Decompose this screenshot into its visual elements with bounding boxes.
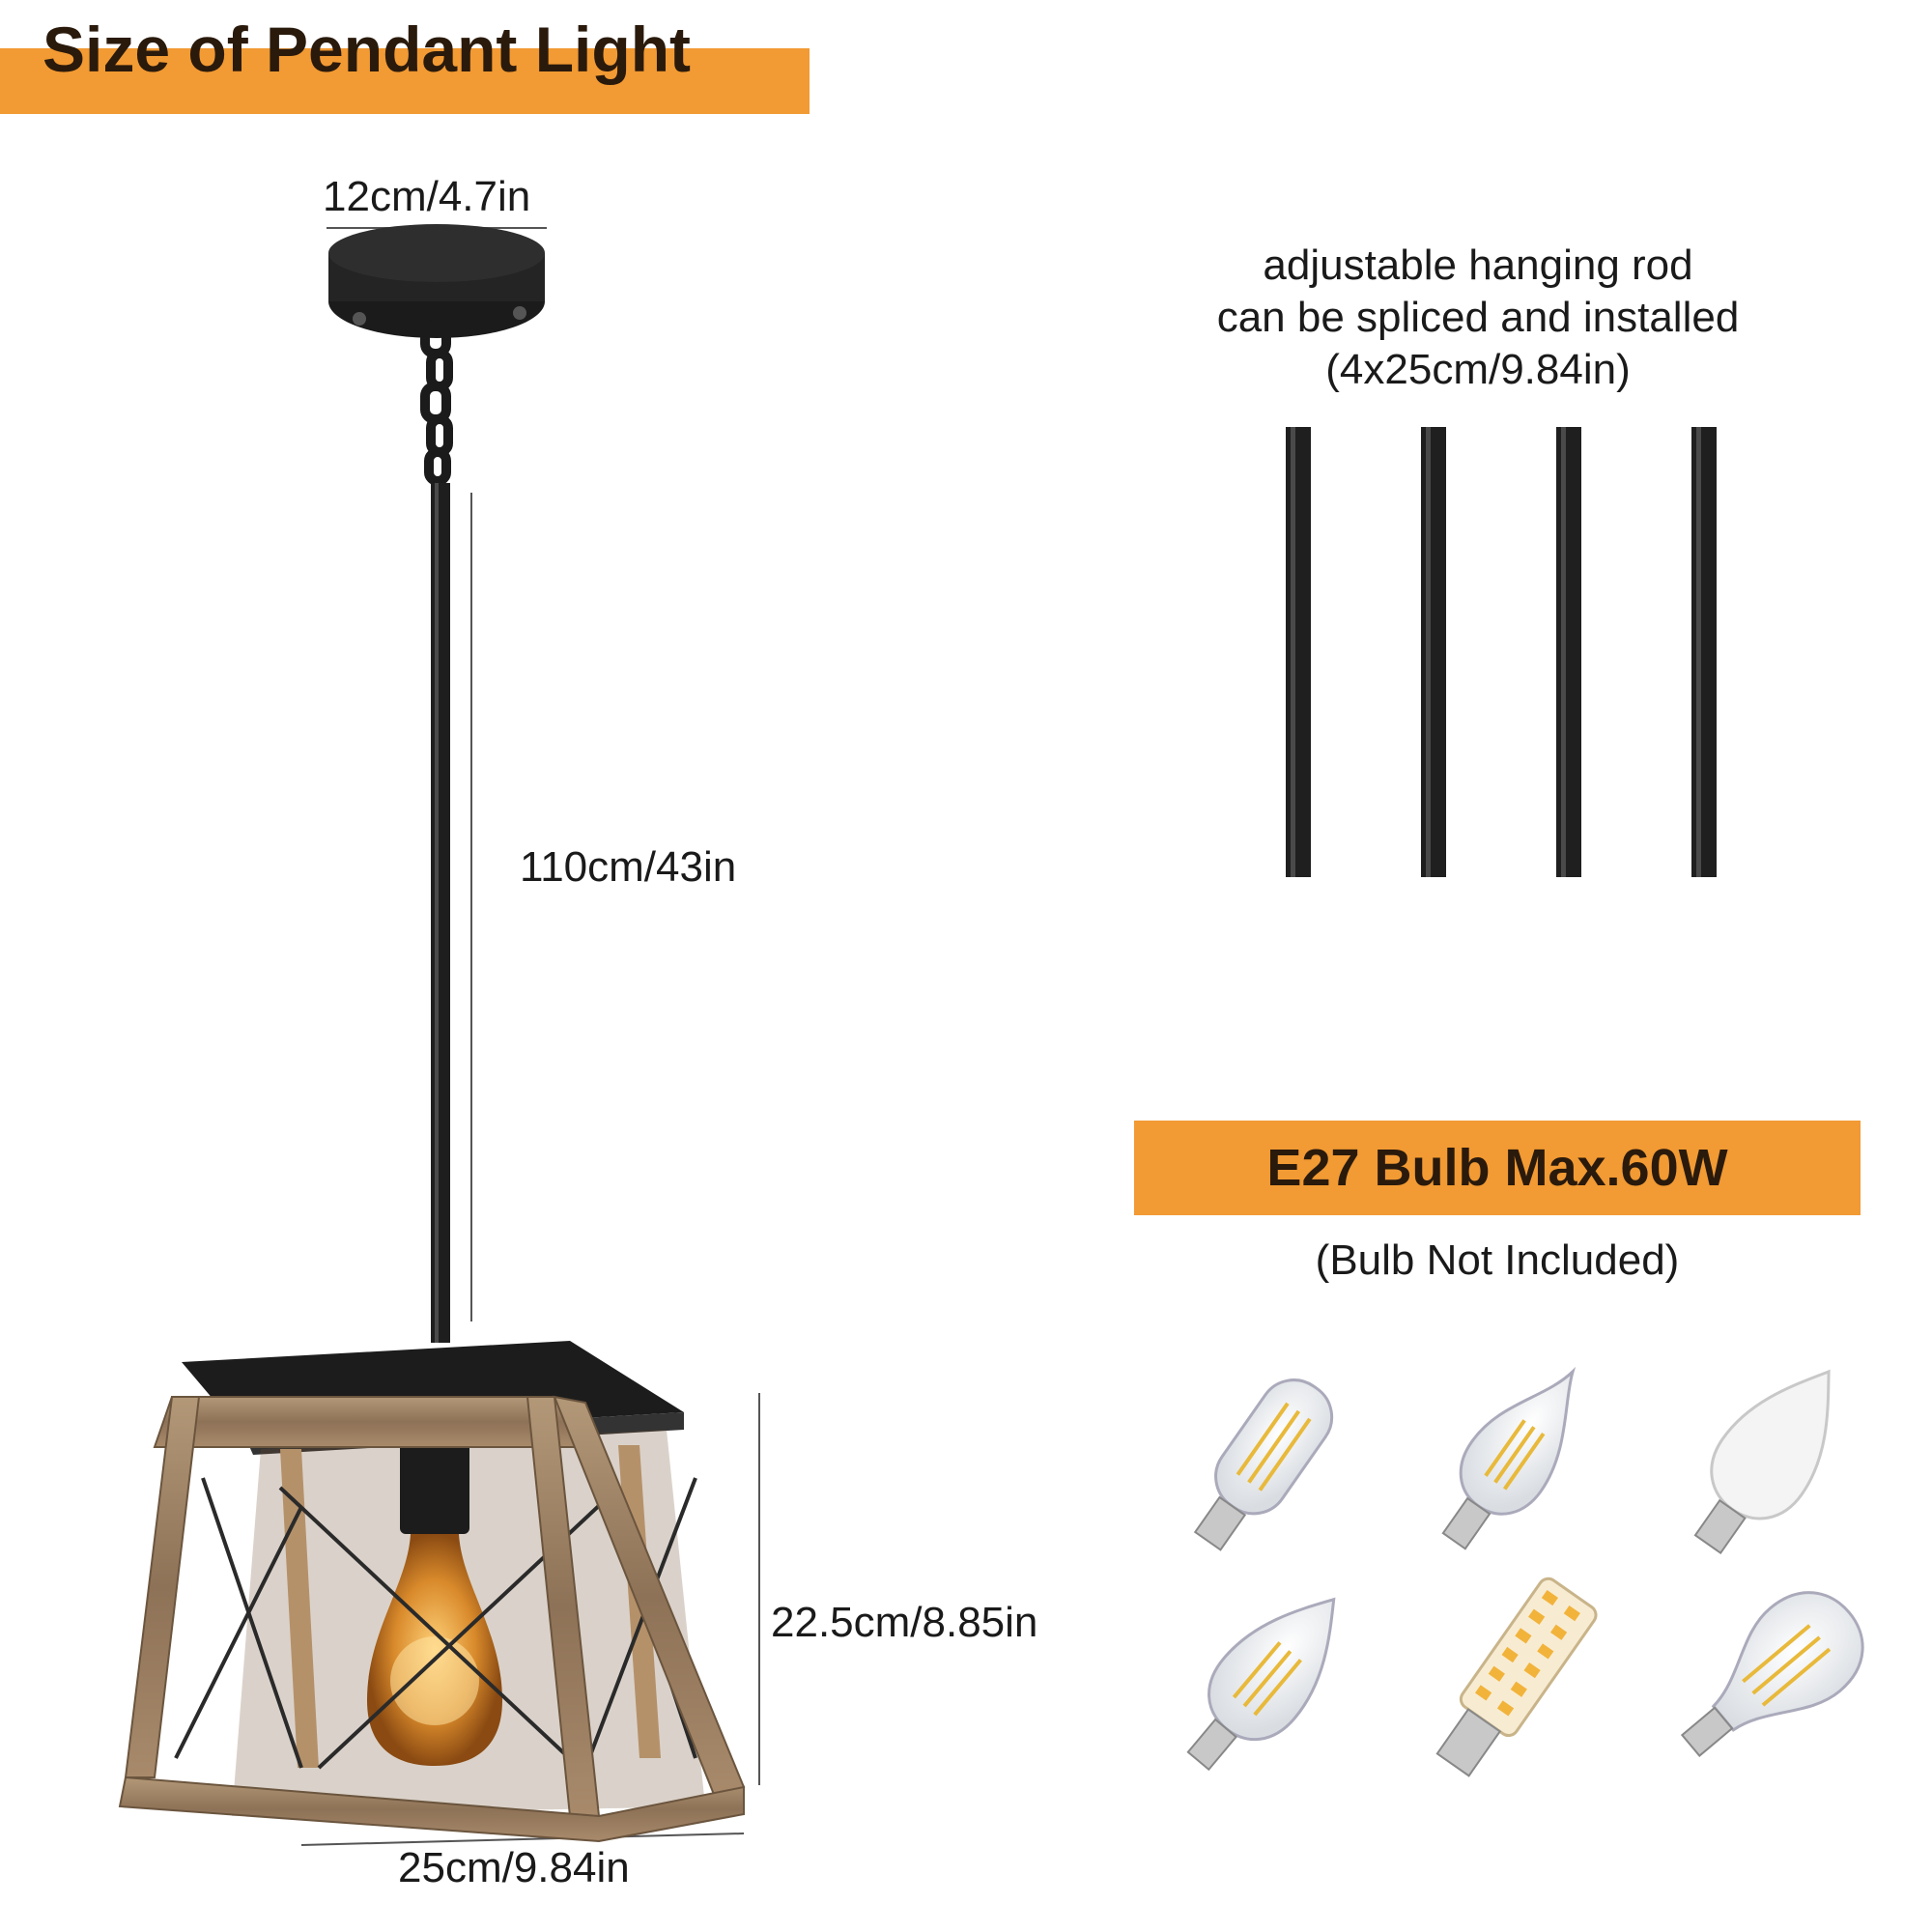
pendant-light	[118, 224, 746, 1843]
width-dimension-line	[300, 1833, 745, 1846]
hanging-rod	[431, 483, 450, 1343]
spare-rod-3	[1556, 427, 1581, 877]
canopy-top	[328, 224, 545, 282]
tubular-filament-bulb-icon	[1193, 1378, 1334, 1551]
flame-tip-candle-bulb-icon	[1441, 1366, 1577, 1550]
canopy-screw-right	[513, 306, 526, 320]
spare-rod-1	[1286, 427, 1311, 877]
edison-st-filament-bulb-icon	[1680, 1591, 1864, 1757]
frosted-candle-bulb-icon	[1693, 1369, 1831, 1555]
title-band	[0, 48, 810, 114]
shade-width-label: 25cm/9.84in	[398, 1844, 630, 1891]
canopy-width-label: 12cm/4.7in	[323, 173, 531, 220]
shade-height-label: 22.5cm/8.85in	[771, 1599, 1038, 1646]
bulb-spec-band: E27 Bulb Max.60W	[1134, 1121, 1861, 1215]
canopy-screw-left	[353, 312, 366, 326]
chain	[420, 320, 453, 486]
bulb-spec: E27 Bulb Max.60W	[1266, 1139, 1728, 1197]
corn-led-bulb-icon	[1435, 1577, 1598, 1777]
rod-description: adjustable hanging rod can be spliced an…	[1216, 242, 1740, 393]
page-title: Size of Pendant Light	[43, 14, 691, 85]
bulb-note: (Bulb Not Included)	[1315, 1236, 1680, 1284]
spare-rod-2	[1421, 427, 1446, 877]
bulb-socket	[400, 1428, 469, 1534]
rod-length-label: 110cm/43in	[520, 843, 737, 891]
spare-rod-4	[1691, 427, 1717, 877]
torpedo-filament-bulb-icon	[1186, 1597, 1336, 1772]
spare-rods	[1286, 427, 1717, 877]
shade-front-frame	[118, 1395, 746, 1843]
dimension-lines	[300, 227, 760, 1846]
